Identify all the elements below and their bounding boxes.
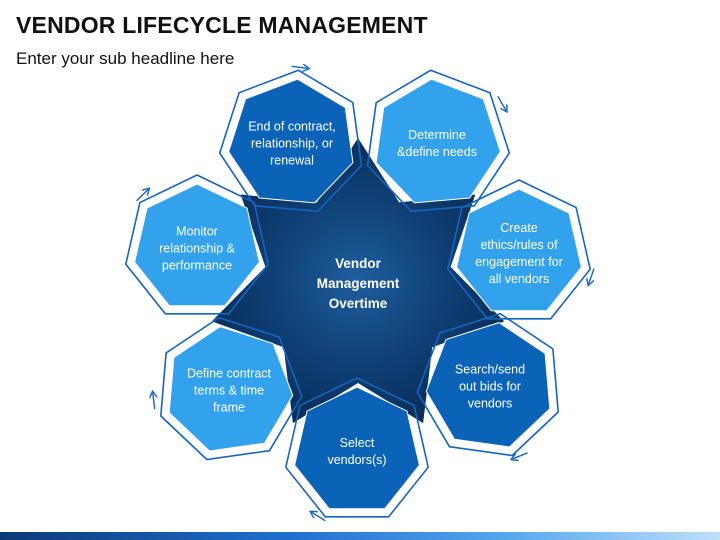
- cycle-arrow: [513, 452, 528, 459]
- page-subtitle: Enter your sub headline here: [16, 49, 235, 68]
- lifecycle-step: End of contract, relationship, or renewal: [218, 66, 363, 213]
- step-outline: [366, 69, 511, 213]
- step-label-line: frame: [213, 401, 245, 415]
- step-label-line: Define contract: [187, 367, 272, 381]
- step-heptagon: [425, 322, 551, 448]
- step-heptagon: [294, 386, 420, 510]
- step-heptagon: [228, 78, 354, 204]
- center-label-line: Overtime: [329, 296, 388, 311]
- lifecycle-step: Search/send out bids for vendors: [416, 312, 560, 459]
- lifecycle-step: Create ethics/rules of engagement for all v…: [446, 179, 595, 320]
- page-title: VENDOR LIFECYCLE MANAGEMENT: [16, 12, 428, 38]
- step-heptagon: [168, 326, 294, 452]
- step-outline: [446, 179, 592, 320]
- cycle-arrow: [136, 190, 148, 202]
- step-heptagon: [456, 188, 582, 312]
- cycle-arrow: [497, 96, 506, 110]
- step-label-line: renewal: [270, 154, 314, 168]
- step-heptagon: [375, 78, 501, 204]
- step-outline: [284, 377, 430, 518]
- step-outline: [159, 316, 303, 461]
- step-label-line: engagement for: [475, 255, 563, 269]
- step-outline: [218, 69, 363, 213]
- step-label-line: all vendors: [489, 272, 549, 286]
- cycle-arrow: [589, 268, 595, 284]
- lifecycle-step: Define contract terms & time frame: [153, 316, 303, 461]
- step-label-line: End of contract,: [248, 120, 336, 134]
- step-label-line: performance: [162, 259, 232, 273]
- step-outline: [416, 312, 560, 457]
- step-label-line: Search/send: [455, 363, 525, 377]
- step-label-line: vendors(s): [327, 453, 386, 467]
- cycle-arrow: [153, 393, 155, 410]
- step-label-line: Monitor: [176, 225, 218, 239]
- step-label-line: Select: [340, 436, 375, 450]
- step-label-line: out bids for: [459, 380, 521, 394]
- step-outline: [124, 174, 270, 315]
- cycle-arrow: [291, 66, 307, 68]
- center-label-line: Vendor: [335, 256, 382, 271]
- lifecycle-step: Monitor relationship & performance: [124, 174, 270, 315]
- step-label-line: Determine: [408, 128, 466, 142]
- step-label-line: Create: [500, 221, 538, 235]
- step-label-line: ethics/rules of: [480, 238, 558, 252]
- step-label-line: terms & time: [194, 384, 264, 398]
- step-heptagon: [134, 183, 260, 307]
- step-label-line: relationship &: [159, 242, 235, 256]
- lifecycle-step: Determine&define needs: [366, 69, 511, 213]
- bottom-accent-bar: [0, 532, 720, 540]
- lifecycle-step: Select vendors(s): [284, 377, 430, 522]
- step-label-line: relationship, or: [251, 137, 333, 151]
- center-label-line: Management: [317, 276, 400, 291]
- step-label-line: &define needs: [397, 145, 477, 159]
- step-label-line: vendors: [468, 397, 512, 411]
- cycle-arrow: [312, 512, 326, 522]
